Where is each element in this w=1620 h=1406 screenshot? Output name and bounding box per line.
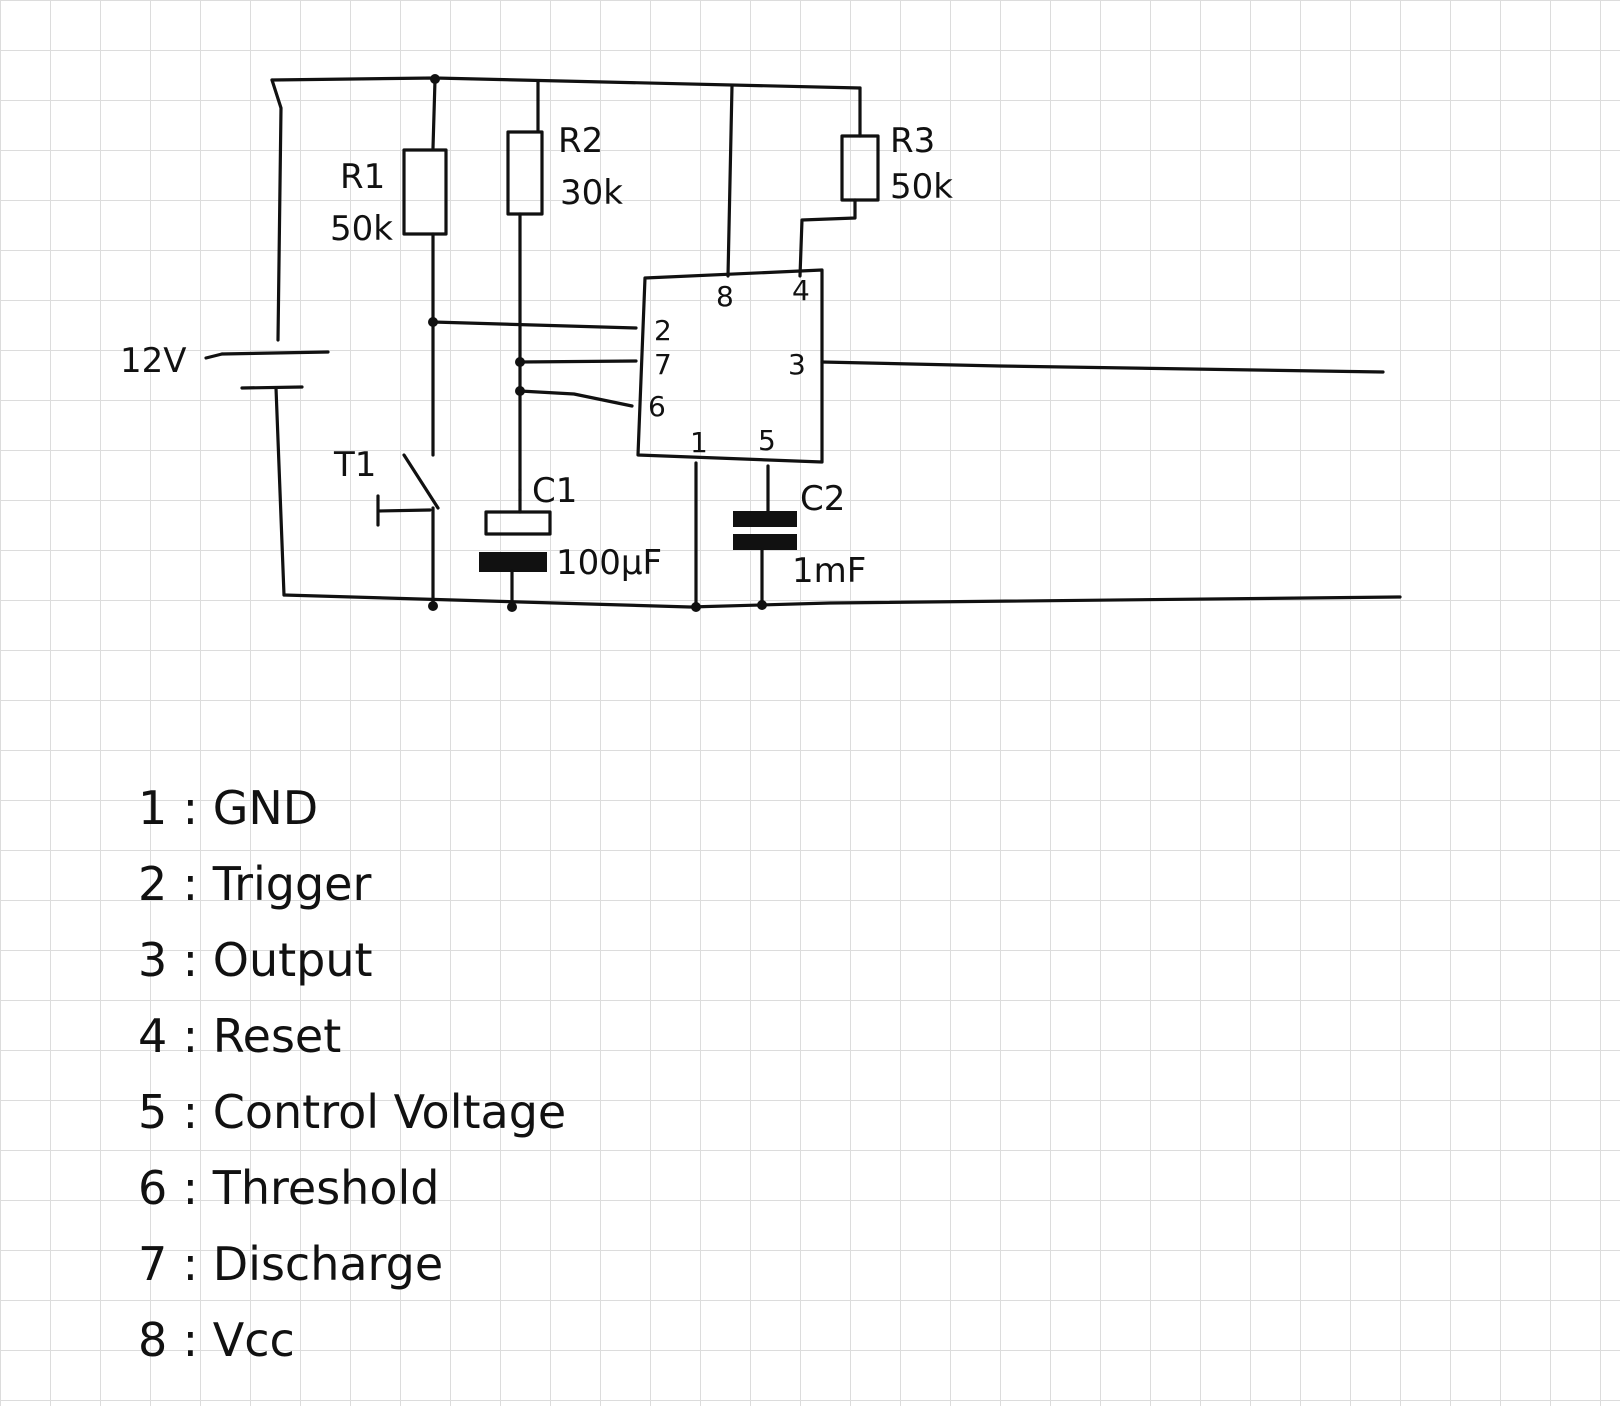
- junction-dot: [428, 601, 438, 611]
- legend-pin-label: Vcc: [212, 1313, 295, 1367]
- t1-push-button: [376, 494, 432, 527]
- c2-plate-bottom: [733, 534, 797, 550]
- legend-item: 2 : Trigger: [138, 846, 566, 922]
- output-wire: [820, 360, 1385, 374]
- r2-resistor: [506, 130, 544, 216]
- c1-plate-open: [484, 510, 552, 536]
- pin-legend: 1 : GND 2 : Trigger 3 : Output 4 : Reset…: [138, 770, 566, 1378]
- legend-pin-number: 4: [138, 1009, 168, 1063]
- c1-name-label: C1: [532, 471, 577, 511]
- legend-pin-number: 2: [138, 857, 168, 911]
- ic-pin-7-label: 7: [654, 348, 672, 381]
- ic-pin-5-label: 5: [758, 424, 776, 457]
- r3-resistor: [840, 134, 880, 202]
- legend-item: 7 : Discharge: [138, 1226, 566, 1302]
- legend-pin-label: Reset: [212, 1009, 342, 1063]
- legend-pin-label: GND: [212, 781, 319, 835]
- r3-name-label: R3: [890, 121, 935, 161]
- threshold-wire: [518, 389, 634, 408]
- t1-switch-blade: [402, 453, 440, 510]
- c1-value-label: 100µF: [556, 543, 662, 583]
- c2-name-label: C2: [800, 479, 845, 519]
- junction-dot: [430, 74, 440, 84]
- c2-value-label: 1mF: [792, 551, 866, 591]
- legend-pin-number: 5: [138, 1085, 168, 1139]
- battery-plate-long: [220, 350, 330, 356]
- battery-plate-short: [240, 385, 304, 390]
- ic-pin-2-label: 2: [654, 314, 672, 347]
- legend-item: 6 : Threshold: [138, 1150, 566, 1226]
- legend-pin-label: Discharge: [212, 1237, 444, 1291]
- bottom-rail-wire: [282, 593, 1402, 609]
- trigger-wire: [431, 320, 638, 330]
- r2-value-label: 30k: [560, 173, 623, 213]
- r1-name-label: R1: [340, 157, 385, 197]
- legend-pin-label: Output: [212, 933, 373, 987]
- legend-pin-label: Control Voltage: [212, 1085, 567, 1139]
- legend-item: 3 : Output: [138, 922, 566, 998]
- junction-dot: [507, 602, 517, 612]
- battery-lead: [204, 352, 224, 360]
- r1-resistor: [402, 148, 448, 236]
- top-rail-wire: [270, 76, 862, 90]
- legend-item: 8 : Vcc: [138, 1302, 566, 1378]
- c1-plate-filled: [479, 552, 547, 572]
- r2-name-label: R2: [558, 121, 603, 161]
- c2-plate-top: [733, 511, 797, 527]
- left-rail-wire-lower: [274, 386, 286, 597]
- ic-pin-3-label: 3: [788, 348, 806, 381]
- left-rail-wire-upper: [270, 78, 283, 342]
- r3-value-label: 50k: [890, 167, 953, 207]
- legend-pin-number: 6: [138, 1161, 168, 1215]
- legend-pin-number: 3: [138, 933, 168, 987]
- ic-pin-6-label: 6: [648, 390, 666, 423]
- t1-label: T1: [333, 445, 376, 485]
- junction-dot: [428, 317, 438, 327]
- junction-dot: [691, 602, 701, 612]
- reset-wire: [798, 198, 857, 278]
- vcc-wire: [726, 84, 734, 278]
- r1-value-label: 50k: [330, 209, 393, 249]
- legend-item: 5 : Control Voltage: [138, 1074, 566, 1150]
- junction-dot: [757, 600, 767, 610]
- legend-pin-number: 8: [138, 1313, 168, 1367]
- legend-pin-number: 7: [138, 1237, 168, 1291]
- ic-pin-1-label: 1: [690, 426, 708, 459]
- ic-555-body: [636, 268, 824, 464]
- r1-wire-top: [431, 78, 437, 150]
- legend-pin-number: 1: [138, 781, 168, 835]
- legend-pin-label: Trigger: [212, 857, 372, 911]
- legend-item: 4 : Reset: [138, 998, 566, 1074]
- ic-pin-8-label: 8: [716, 280, 734, 313]
- battery-label: 12V: [120, 341, 187, 381]
- ic-pin-4-label: 4: [792, 274, 810, 307]
- junction-dot: [515, 386, 525, 396]
- discharge-wire: [518, 359, 638, 364]
- legend-pin-label: Threshold: [212, 1161, 440, 1215]
- junction-dot: [515, 357, 525, 367]
- legend-item: 1 : GND: [138, 770, 566, 846]
